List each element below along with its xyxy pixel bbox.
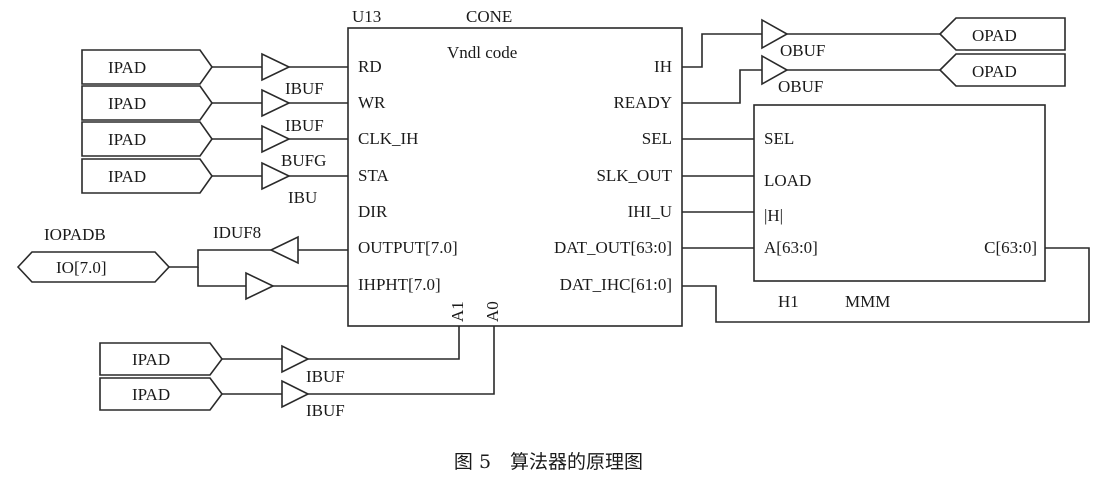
u13-pin-sel: SEL — [642, 129, 672, 148]
addr-buffer-2: IBUF — [281, 379, 345, 420]
u13-pin-dat-ihc: DAT_IHC[61:0] — [560, 275, 672, 294]
h1-pin-h: |H| — [764, 206, 783, 225]
u13-pin-ihpht: IHPHT[7.0] — [358, 275, 441, 294]
h1-designator: H1 — [778, 292, 799, 311]
svg-text:IBUF: IBUF — [285, 116, 324, 135]
svg-text:IPAD: IPAD — [132, 350, 170, 369]
u13-pin-ready: READY — [613, 93, 672, 112]
svg-text:IBUF: IBUF — [306, 401, 345, 420]
u13-code-label: Vndl code — [447, 43, 517, 62]
output-buffer-1: OBUF — [761, 18, 825, 60]
io-input-buffer — [245, 271, 275, 301]
u13-pin-sta: STA — [358, 166, 389, 185]
addr-pad-2: IPAD — [99, 377, 223, 411]
svg-text:IPAD: IPAD — [108, 130, 146, 149]
h1-block: SEL LOAD |H| A[63:0] C[63:0] H1 MMM — [753, 104, 1046, 311]
h1-pin-a: A[63:0] — [764, 238, 818, 257]
u13-pin-ih: IH — [654, 57, 672, 76]
u13-pin-clk-ih: CLK_IH — [358, 129, 418, 148]
svg-text:IPAD: IPAD — [132, 385, 170, 404]
u13-pin-a0: A0 — [483, 301, 502, 322]
svg-text:IBUF: IBUF — [306, 367, 345, 386]
figure-caption: 图 5 算法器的原理图 — [453, 451, 644, 473]
io-port: IOPADB IO[7.0] IDUF8 — [16, 223, 261, 283]
io-port-title: IOPADB — [44, 225, 106, 244]
output-pad-1: OPAD — [938, 17, 1066, 51]
u13-pin-output: OUTPUT[7.0] — [358, 238, 458, 257]
io-output-buffer — [269, 235, 299, 265]
u13-pin-wr: WR — [358, 93, 386, 112]
h1-pin-load: LOAD — [764, 171, 811, 190]
svg-text:OBUF: OBUF — [780, 41, 825, 60]
svg-text:BUFG: BUFG — [281, 151, 326, 170]
u13-pin-rd: RD — [358, 57, 382, 76]
u13-designator: U13 — [352, 7, 381, 26]
input-pad-1: IPAD — [81, 49, 213, 85]
input-buffer-1 — [261, 52, 291, 82]
svg-text:IPAD: IPAD — [108, 167, 146, 186]
svg-text:IBU: IBU — [288, 188, 317, 207]
input-buffer-3: IBUF — [261, 116, 324, 154]
u13-pin-ihi-u: IHI_U — [628, 202, 672, 221]
svg-text:IPAD: IPAD — [108, 58, 146, 77]
svg-text:OPAD: OPAD — [972, 62, 1017, 81]
output-buffer-2: OBUF — [761, 54, 823, 96]
u13-block: U13 CONE Vndl code RD WR CLK_IH STA DIR … — [347, 7, 683, 327]
input-pad-4: IPAD — [81, 158, 213, 194]
input-pad-3: IPAD — [81, 121, 213, 157]
u13-name: CONE — [466, 7, 512, 26]
u13-pin-slk-out: SLK_OUT — [596, 166, 672, 185]
addr-pad-1: IPAD — [99, 342, 223, 376]
u13-pin-dat-out: DAT_OUT[63:0] — [554, 238, 672, 257]
svg-text:OPAD: OPAD — [972, 26, 1017, 45]
input-pad-2: IPAD — [81, 85, 213, 121]
input-buffer-4: BUFG IBU — [261, 151, 326, 207]
output-pad-2: OPAD — [938, 53, 1066, 87]
svg-text:IBUF: IBUF — [285, 79, 324, 98]
svg-text:OBUF: OBUF — [778, 77, 823, 96]
io-port-label: IO[7.0] — [56, 258, 107, 277]
input-buffer-2: IBUF — [261, 79, 324, 118]
addr-buffer-1: IBUF — [281, 344, 345, 386]
h1-pin-sel: SEL — [764, 129, 794, 148]
h1-name: MMM — [845, 292, 890, 311]
io-buffer-label: IDUF8 — [213, 223, 261, 242]
svg-text:IPAD: IPAD — [108, 94, 146, 113]
u13-pin-a1: A1 — [448, 301, 467, 322]
u13-pin-dir: DIR — [358, 202, 388, 221]
h1-pin-c: C[63:0] — [984, 238, 1037, 257]
